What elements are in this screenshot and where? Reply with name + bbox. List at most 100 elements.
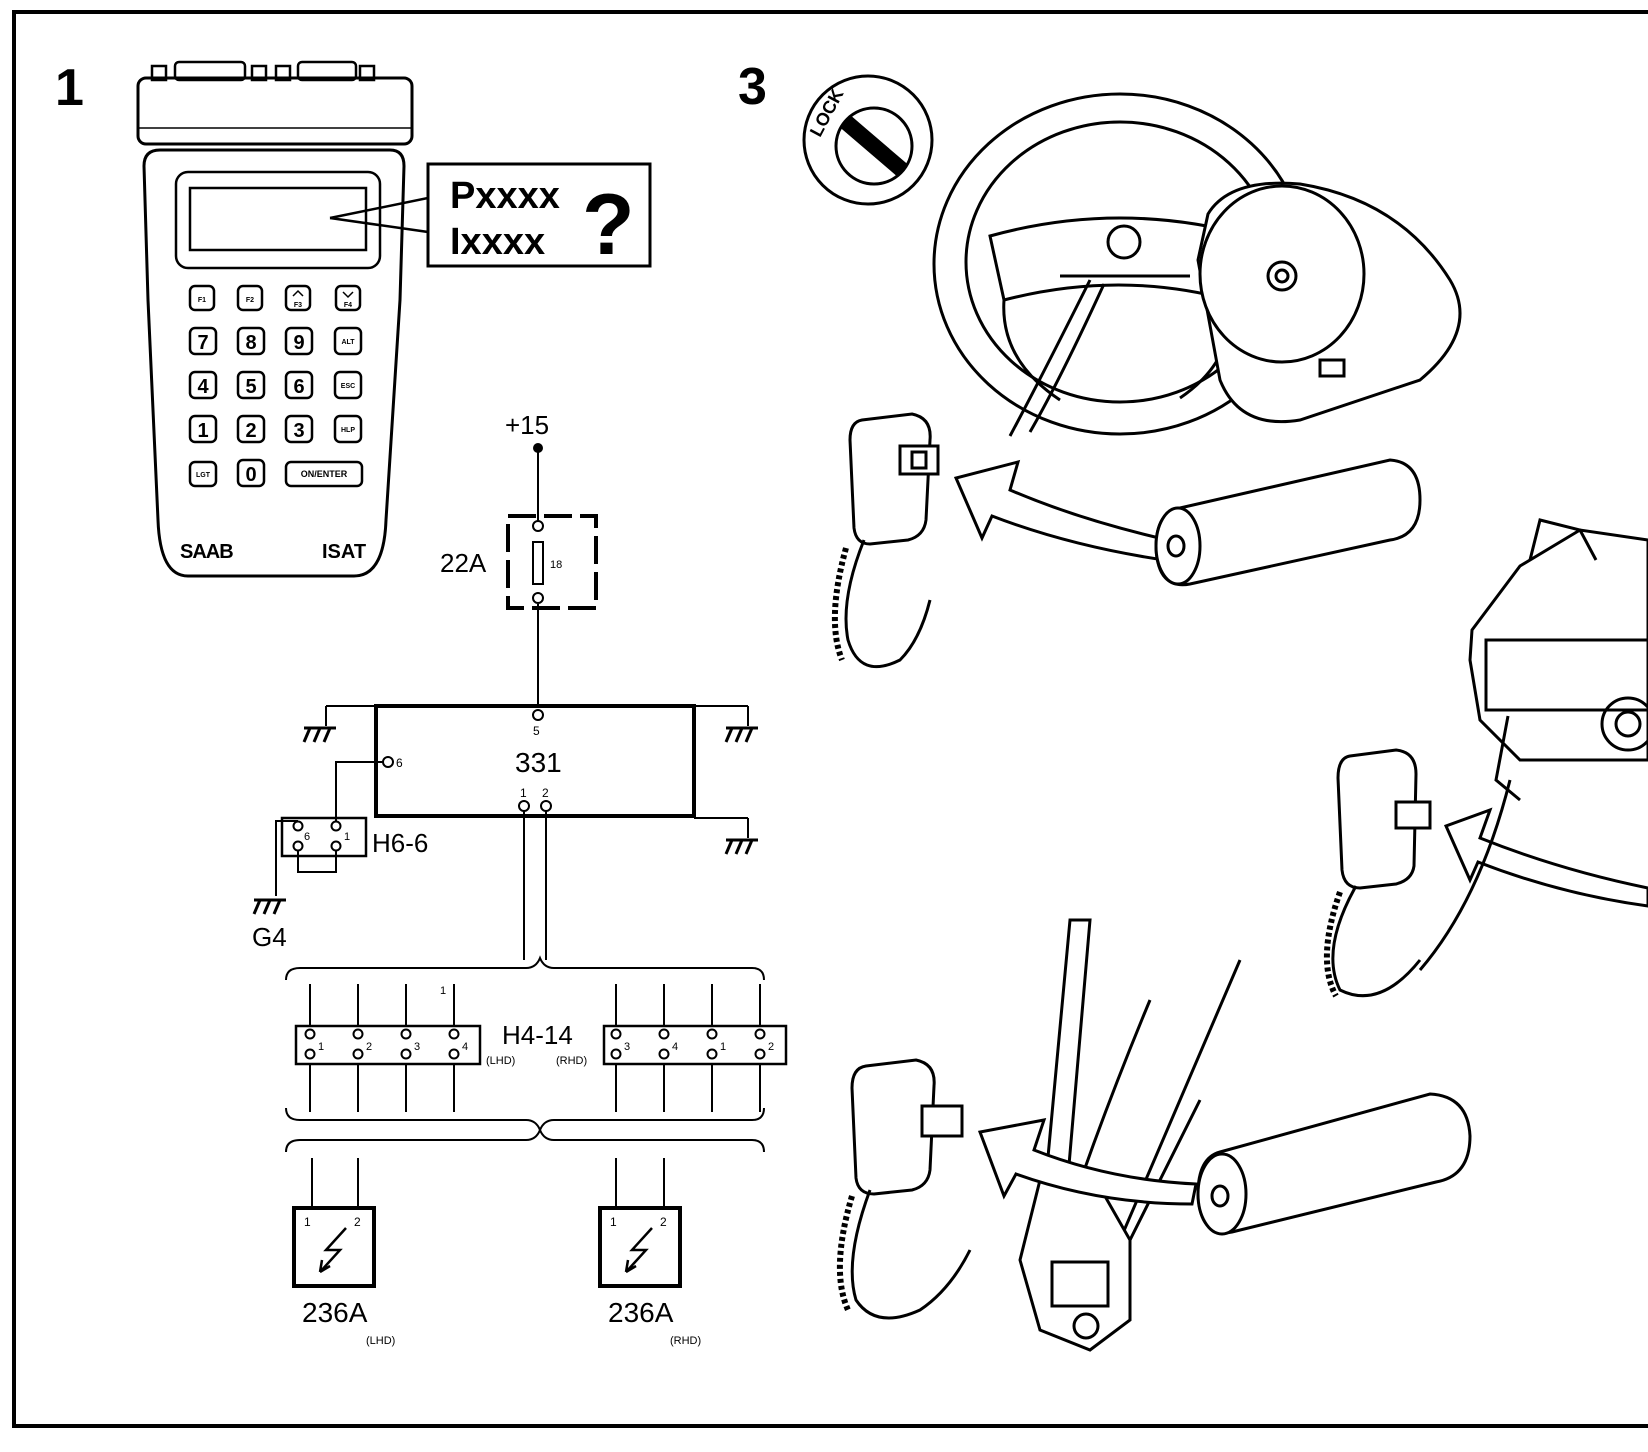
key-esc-label: ESC bbox=[341, 383, 355, 390]
control-unit-label: 331 bbox=[515, 747, 562, 778]
key-4 bbox=[188, 370, 218, 400]
key-9 bbox=[284, 326, 314, 356]
key-alt-label: ALT bbox=[341, 339, 355, 346]
pin-label: 6 bbox=[304, 831, 310, 843]
airbag-module-lhd bbox=[292, 1206, 376, 1288]
key-7 bbox=[188, 326, 218, 356]
key-hlp-label: HLP bbox=[341, 427, 355, 434]
pin-label: 3 bbox=[624, 1041, 630, 1053]
key-3-label: 3 bbox=[293, 420, 304, 442]
fault-code-line-2: Ixxxx bbox=[450, 221, 545, 263]
isat-tester: F1 F2 F3 F4 7 8 9 ALT 4 5 6 ESC bbox=[136, 60, 414, 578]
key-8-label: 8 bbox=[245, 332, 256, 354]
dummy-load-bottom bbox=[1196, 1092, 1472, 1236]
ground-icon bbox=[724, 726, 760, 744]
tester-connector-head bbox=[136, 76, 414, 146]
wiring-diagram: +15 18 22A 5 331 6 1 2 6 bbox=[252, 410, 788, 1347]
pin-label: 2 bbox=[660, 1215, 667, 1229]
steering-column bbox=[1018, 918, 1242, 1352]
pin-label: 5 bbox=[533, 724, 540, 738]
key-2 bbox=[236, 414, 266, 444]
pin-label: 3 bbox=[414, 1041, 420, 1053]
fuse-label: 22A bbox=[440, 548, 487, 578]
key-0 bbox=[236, 458, 266, 488]
airbag-rhd-label: 236A bbox=[608, 1297, 674, 1328]
key-1-label: 1 bbox=[197, 420, 208, 442]
ground-icon bbox=[252, 898, 288, 916]
pin-label: 4 bbox=[672, 1041, 678, 1053]
key-esc bbox=[333, 370, 363, 400]
steering-airbag-module bbox=[1196, 181, 1462, 424]
fault-code-line-1: Pxxxx bbox=[450, 175, 560, 217]
key-f4-label: F4 bbox=[344, 302, 352, 309]
lower-airbag-connector bbox=[836, 1058, 972, 1320]
key-lgt-label: LGT bbox=[196, 472, 211, 479]
key-f2 bbox=[236, 284, 264, 312]
key-0-label: 0 bbox=[245, 464, 256, 486]
connector-h6-6 bbox=[280, 816, 368, 858]
key-on-enter-label: ON/ENTER bbox=[301, 469, 348, 479]
tick-mark: 1 bbox=[440, 985, 446, 997]
connector-h4-14-lhd bbox=[294, 1024, 482, 1066]
insertion-arrow bbox=[953, 459, 1170, 562]
insertion-arrow bbox=[977, 1118, 1198, 1206]
arrow-up-icon bbox=[292, 289, 304, 297]
connector-h4-14-label: H4-14 bbox=[502, 1020, 573, 1050]
key-4-label: 4 bbox=[197, 376, 209, 398]
connector-h6-6-label: H6-6 bbox=[372, 828, 428, 858]
key-5 bbox=[236, 370, 266, 400]
key-f2-label: F2 bbox=[246, 297, 254, 304]
key-7-label: 7 bbox=[197, 332, 208, 354]
pin-label: 2 bbox=[768, 1041, 774, 1053]
key-9-label: 9 bbox=[293, 332, 304, 354]
ground-icon bbox=[724, 838, 760, 856]
step-number-3: 3 bbox=[738, 58, 767, 116]
tester-brand-logo: SAAB bbox=[180, 541, 233, 563]
insertion-arrow bbox=[1418, 779, 1648, 971]
key-5-label: 5 bbox=[245, 376, 256, 398]
key-on-enter bbox=[284, 460, 364, 488]
airbag-rhd-tag: (RHD) bbox=[670, 1335, 701, 1347]
fuse-icon bbox=[532, 541, 544, 585]
pin-label: 1 bbox=[304, 1215, 311, 1229]
display-callout: Pxxxx Ixxxx ? bbox=[329, 162, 652, 273]
step-number-1: 1 bbox=[55, 59, 84, 117]
key-8 bbox=[236, 326, 266, 356]
pin-label: 2 bbox=[354, 1215, 361, 1229]
pin-label: 2 bbox=[542, 786, 549, 800]
key-3 bbox=[284, 414, 314, 444]
key-f3-label: F3 bbox=[294, 302, 302, 309]
key-6 bbox=[284, 370, 314, 400]
tester-model-label: ISAT bbox=[322, 541, 366, 563]
pin-label: 1 bbox=[610, 1215, 617, 1229]
arrow-down-icon bbox=[342, 291, 354, 299]
pin-label: 6 bbox=[396, 756, 403, 770]
squib-lightning-icon bbox=[624, 1227, 653, 1274]
pin-label: 2 bbox=[366, 1041, 372, 1053]
control-unit-331 bbox=[374, 704, 696, 818]
passenger-airbag-assembly bbox=[1468, 518, 1648, 802]
pin-label: 1 bbox=[318, 1041, 324, 1053]
airbag-lhd-tag: (LHD) bbox=[366, 1335, 395, 1347]
pin-label: 4 bbox=[462, 1041, 468, 1053]
key-6-label: 6 bbox=[293, 376, 304, 398]
lhd-tag: (LHD) bbox=[486, 1055, 515, 1067]
fault-code-box bbox=[426, 162, 652, 268]
key-f1-label: F1 bbox=[198, 297, 206, 304]
squib-lightning-icon bbox=[318, 1227, 347, 1274]
connector-h4-14-rhd bbox=[602, 1024, 788, 1066]
fuse-box bbox=[506, 514, 598, 610]
key-f1 bbox=[188, 284, 216, 312]
key-lgt bbox=[188, 460, 218, 488]
key-alt bbox=[333, 326, 363, 356]
steering-airbag-connector bbox=[831, 412, 940, 669]
supply-label: +15 bbox=[505, 410, 549, 440]
key-hlp bbox=[333, 414, 363, 444]
passenger-airbag-connector bbox=[1323, 748, 1432, 998]
key-f3 bbox=[284, 284, 312, 312]
pin-label: 1 bbox=[720, 1041, 726, 1053]
key-1 bbox=[188, 414, 218, 444]
ignition-lock: LOCK bbox=[802, 74, 934, 206]
ground-label: G4 bbox=[252, 922, 287, 952]
